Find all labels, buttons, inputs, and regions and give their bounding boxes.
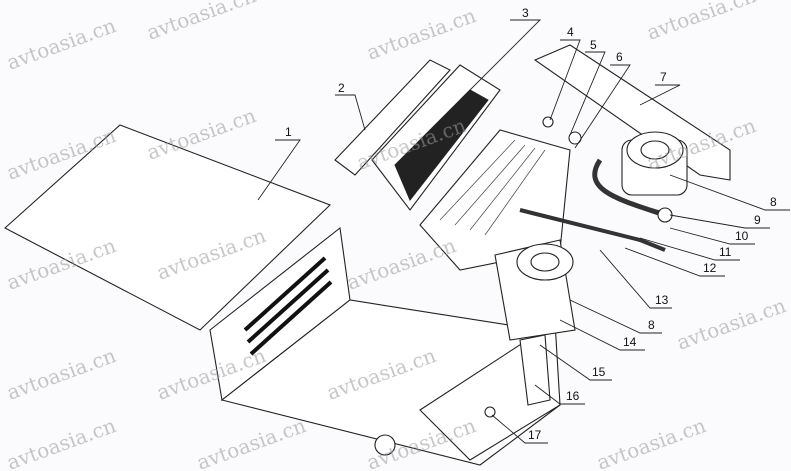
- callout-8-lower: 8: [648, 318, 655, 332]
- leader-lines: [257, 19, 790, 444]
- refrigerant-pipe-lower: [519, 208, 666, 252]
- refrigerant-pipe: [592, 158, 666, 218]
- callout-9: 9: [754, 213, 761, 227]
- watermark: avtoasia.cn: [4, 413, 120, 471]
- callout-15: 15: [592, 365, 606, 379]
- vent-slots: [243, 256, 333, 356]
- callout-6: 6: [616, 50, 623, 64]
- cover-panel: [4, 124, 332, 331]
- evaporator-fins: [439, 139, 546, 236]
- callout-3: 3: [522, 6, 529, 20]
- bracket: [519, 334, 551, 406]
- watermark: avtoasia.cn: [4, 343, 120, 405]
- watermark: avtoasia.cn: [594, 413, 710, 471]
- callout-16: 16: [566, 389, 580, 403]
- blower-fan-lower: [494, 239, 576, 341]
- callout-5: 5: [590, 38, 597, 52]
- callout-1: 1: [285, 125, 292, 139]
- watermark: avtoasia.cn: [644, 0, 760, 45]
- drain-outlet: [374, 434, 396, 456]
- gasket-frame: [334, 59, 451, 176]
- watermark: avtoasia.cn: [344, 233, 460, 295]
- blower-fan-upper: [621, 131, 688, 196]
- callout-8-upper: 8: [770, 195, 777, 209]
- callout-14: 14: [623, 335, 637, 349]
- expansion-valve: [542, 116, 554, 128]
- pipe-fitting: [657, 207, 673, 223]
- callout-7: 7: [660, 70, 667, 84]
- grommet: [484, 406, 496, 418]
- callout-10: 10: [735, 229, 749, 243]
- callout-4: 4: [567, 25, 574, 39]
- evaporator-core: [419, 129, 571, 271]
- callout-17: 17: [528, 428, 542, 442]
- watermark: avtoasia.cn: [4, 13, 120, 75]
- watermark: avtoasia.cn: [674, 293, 790, 355]
- heater-core-fins: [394, 89, 489, 201]
- callout-11: 11: [719, 245, 732, 259]
- callout-12: 12: [703, 261, 717, 275]
- watermark: avtoasia.cn: [144, 0, 260, 45]
- watermark: avtoasia.cn: [364, 3, 480, 65]
- callout-13: 13: [655, 293, 669, 307]
- callout-2: 2: [338, 81, 345, 95]
- valve-fitting: [568, 131, 582, 145]
- watermark: avtoasia.cn: [194, 413, 310, 471]
